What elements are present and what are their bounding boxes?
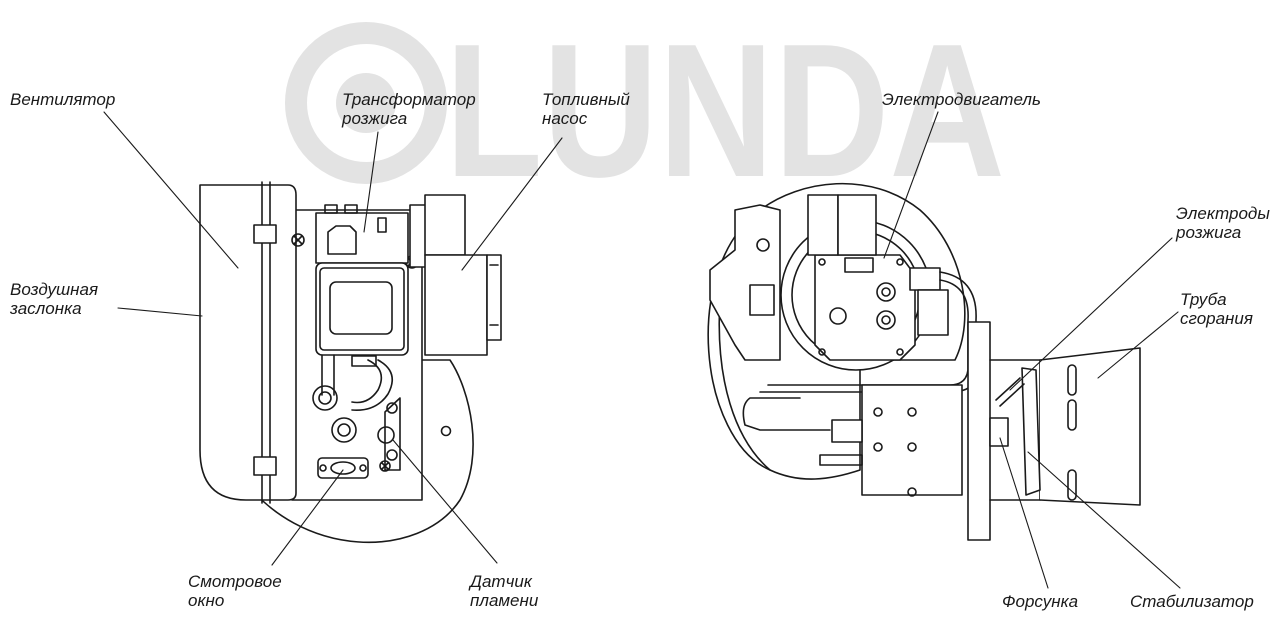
leader-fuel-pump bbox=[461, 137, 563, 271]
label-nozzle: Форсунка bbox=[1002, 592, 1079, 611]
solenoid-coil bbox=[424, 194, 466, 256]
stabilizer-disc bbox=[1021, 367, 1041, 496]
ignition-transformer bbox=[315, 212, 409, 264]
mounting-flange bbox=[967, 321, 991, 541]
motor-label-plate bbox=[844, 257, 874, 273]
flame-sensor-bracket bbox=[384, 397, 401, 471]
leader-transformer bbox=[363, 131, 379, 233]
tube-slot-3 bbox=[1067, 469, 1077, 501]
watermark-ring bbox=[285, 22, 447, 184]
sight-window bbox=[317, 457, 369, 479]
right-burner-view bbox=[707, 182, 1141, 541]
housing-bolt bbox=[440, 425, 452, 437]
nozzle-body bbox=[989, 417, 1009, 447]
leader-ventilator bbox=[103, 111, 239, 269]
leader-sight-window bbox=[271, 469, 344, 566]
housing-curve bbox=[718, 299, 771, 471]
leader-flame-sensor bbox=[392, 439, 498, 564]
leader-lines bbox=[103, 111, 1181, 589]
leader-nozzle bbox=[999, 437, 1049, 589]
hinge-upper bbox=[253, 224, 277, 244]
control-box-window bbox=[329, 281, 393, 335]
motor-shaft bbox=[829, 307, 847, 325]
label-stabilizer: Стабилизатор bbox=[1130, 592, 1254, 611]
transformer-tab bbox=[324, 204, 338, 214]
solenoid-block-2 bbox=[837, 194, 877, 256]
fuel-line bbox=[321, 354, 335, 396]
right-fan-housing bbox=[707, 182, 966, 480]
adjust-rod bbox=[819, 454, 863, 466]
label-flame-sensor: Датчик пламени bbox=[470, 572, 539, 610]
fuel-pump bbox=[424, 254, 488, 356]
label-fuel-pump: Топливный насос bbox=[542, 90, 630, 128]
electrode-connector bbox=[917, 289, 949, 336]
electrodes bbox=[995, 377, 1025, 407]
terminal-block bbox=[749, 284, 775, 316]
tube-slot-2 bbox=[1067, 399, 1077, 431]
sight-window-glass bbox=[330, 461, 356, 475]
solenoid-block bbox=[807, 194, 839, 256]
oil-line-3 bbox=[742, 397, 831, 431]
transformer-slot bbox=[377, 217, 387, 233]
fuel-line-3 bbox=[351, 359, 394, 411]
tube-slot bbox=[1067, 364, 1077, 396]
watermark-text: LUNDA bbox=[445, 5, 1005, 217]
oil-fitting bbox=[909, 267, 941, 291]
fitting-2 bbox=[331, 417, 357, 443]
air-damper-cover bbox=[199, 184, 297, 501]
label-motor: Электродвигатель bbox=[882, 90, 1041, 109]
label-sight-window: Смотровое окно bbox=[188, 572, 282, 610]
leader-electrodes bbox=[1009, 237, 1173, 391]
label-ignition-transformer: Трансформатор розжига bbox=[342, 90, 476, 128]
label-electrodes: Электроды розжига bbox=[1176, 204, 1270, 242]
solenoid-valve bbox=[409, 204, 427, 268]
leader-combustion-tube bbox=[1097, 311, 1179, 379]
control-box-inner bbox=[319, 267, 405, 351]
watermark-core bbox=[336, 73, 396, 133]
pump-port-v bbox=[876, 310, 896, 330]
label-combustion-tube: Труба сгорания bbox=[1180, 290, 1253, 328]
fitting bbox=[312, 385, 338, 411]
burner-head-housing bbox=[861, 384, 963, 496]
pump-port-p bbox=[876, 282, 896, 302]
leader-stabilizer bbox=[1027, 451, 1181, 589]
transformer-connector bbox=[327, 225, 357, 255]
hinge-lower bbox=[253, 456, 277, 476]
transformer-tab-2 bbox=[344, 204, 358, 214]
leader-motor bbox=[883, 111, 939, 259]
terminal-strip bbox=[351, 355, 377, 367]
pump-cap bbox=[486, 254, 502, 341]
label-ventilator: Вентилятор bbox=[10, 90, 116, 109]
fuel-line-2 bbox=[351, 359, 383, 404]
combustion-tube bbox=[1039, 347, 1141, 506]
control-box-right bbox=[709, 204, 781, 361]
control-box bbox=[315, 262, 409, 356]
flame-sensor-eye bbox=[377, 426, 395, 444]
left-burner-view bbox=[199, 181, 502, 544]
adjustment-screw bbox=[831, 419, 863, 443]
leader-air-damper bbox=[117, 307, 203, 317]
label-air-damper: Воздушная заслонка bbox=[10, 280, 99, 318]
motor-end-plate bbox=[814, 254, 916, 361]
